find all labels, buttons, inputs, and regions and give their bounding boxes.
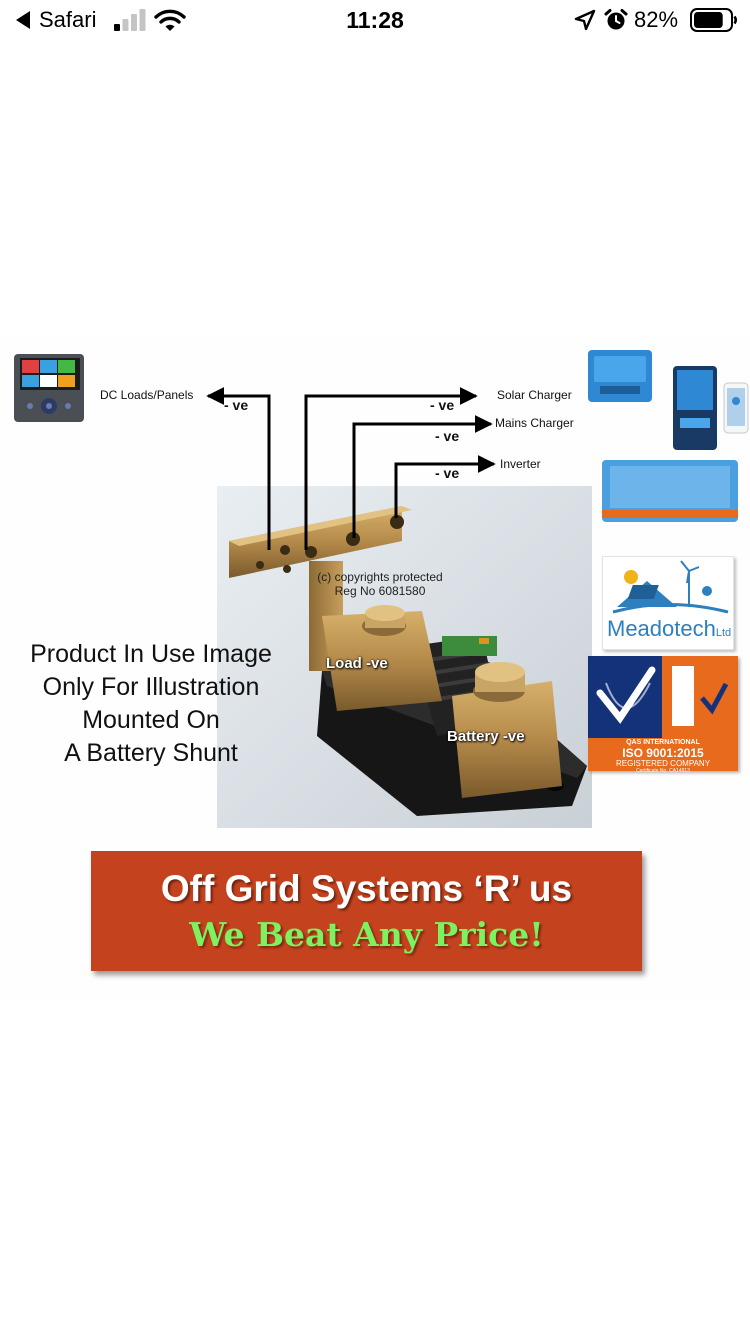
banner-slogan: We Beat Any Price! bbox=[189, 915, 544, 954]
meadotech-name: Meadotech bbox=[607, 616, 716, 641]
mains-charger-label: Mains Charger bbox=[495, 416, 574, 430]
dc-loads-panels-label: DC Loads/Panels bbox=[100, 388, 194, 402]
battery-icon bbox=[690, 8, 738, 32]
solar-charger-label: Solar Charger bbox=[497, 388, 572, 402]
shunt-busbar-photo bbox=[217, 486, 592, 828]
inverter-label: Inverter bbox=[500, 457, 541, 471]
iso-text-band: QAS INTERNATIONAL ISO 9001:2015 REGISTER… bbox=[588, 738, 738, 774]
meadotech-wordmark: MeadotechLtd bbox=[607, 617, 731, 645]
meadotech-logo: MeadotechLtd bbox=[602, 556, 734, 650]
back-to-app-icon[interactable] bbox=[14, 8, 36, 32]
caption-line-2: Only For Illustration bbox=[42, 673, 260, 701]
iso-certification-badge: QAS INTERNATIONAL ISO 9001:2015 REGISTER… bbox=[588, 656, 738, 774]
caption-line-3: Mounted On bbox=[82, 706, 220, 734]
load-terminal-label: Load -ve bbox=[326, 655, 388, 672]
caption-line-1: Product In Use Image bbox=[30, 640, 272, 668]
meadotech-suffix: Ltd bbox=[715, 627, 732, 639]
iso-line-1: QAS INTERNATIONAL bbox=[626, 739, 700, 746]
iso-line-3: REGISTERED COMPANY bbox=[615, 759, 711, 768]
promo-banner: Off Grid Systems ‘R’ us We Beat Any Pric… bbox=[91, 851, 642, 971]
cellular-signal-icon bbox=[114, 9, 146, 31]
battery-percentage: 82% bbox=[634, 7, 679, 32]
wiring-diagram-overlay bbox=[14, 350, 749, 738]
caption-line-4: A Battery Shunt bbox=[64, 739, 238, 767]
clock-time: 11:28 bbox=[346, 7, 404, 33]
location-arrow-icon bbox=[574, 9, 596, 31]
mains-negative-label: - ve bbox=[435, 428, 460, 444]
copyright-line-1: (c) copyrights protected bbox=[317, 570, 443, 584]
inverter-negative-label: - ve bbox=[435, 465, 460, 481]
inverter-device-icon bbox=[602, 460, 738, 522]
copyright-line-2: Reg No 6081580 bbox=[334, 584, 426, 598]
product-image[interactable]: DC Loads/Panels - ve Solar Charger - ve … bbox=[0, 338, 750, 998]
banner-title: Off Grid Systems ‘R’ us bbox=[160, 868, 573, 909]
iso-line-2: ISO 9001:2015 bbox=[622, 746, 704, 760]
iso-badge-emblem-icon bbox=[588, 656, 738, 738]
alarm-clock-icon bbox=[604, 9, 628, 30]
solar-house-logo-icon bbox=[612, 560, 729, 614]
iso-line-4: Certificate No. CA14913 bbox=[636, 768, 690, 774]
solar-negative-label: - ve bbox=[430, 397, 455, 413]
copyright-notice: (c) copyrights protected Reg No 6081580 bbox=[300, 570, 460, 598]
color-control-display-icon bbox=[14, 354, 84, 422]
wifi-icon bbox=[154, 9, 186, 31]
dc-loads-negative-label: - ve bbox=[224, 397, 249, 413]
battery-terminal-label: Battery -ve bbox=[447, 728, 525, 745]
solar-charger-device-icon bbox=[588, 350, 652, 402]
status-bar: Safari 11:28 82% bbox=[0, 0, 750, 40]
mains-charger-device-icon bbox=[673, 366, 749, 450]
back-app-label[interactable]: Safari bbox=[39, 7, 97, 32]
illustration-caption: Product In Use Image Only For Illustrati… bbox=[6, 638, 296, 770]
